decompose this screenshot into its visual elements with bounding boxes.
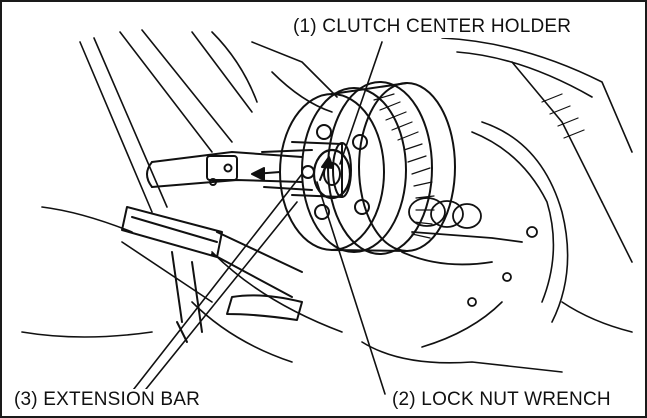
leader-line-3 xyxy=(129,173,303,395)
extension-bar-tool xyxy=(146,141,352,198)
callout-extension-bar: (3) EXTENSION BAR xyxy=(12,389,203,411)
leader-line-1 xyxy=(339,41,383,165)
leader-line-2 xyxy=(316,181,386,395)
callout-lock-nut-wrench: (2) LOCK NUT WRENCH xyxy=(390,389,613,411)
rotation-arrows xyxy=(251,156,334,181)
foot-peg-and-pedal xyxy=(121,206,303,343)
leader-lines xyxy=(129,41,386,395)
callout-clutch-center-holder: (1) CLUTCH CENTER HOLDER xyxy=(291,16,574,38)
engine-case-linework xyxy=(21,29,633,373)
countershaft-parts xyxy=(401,197,538,307)
